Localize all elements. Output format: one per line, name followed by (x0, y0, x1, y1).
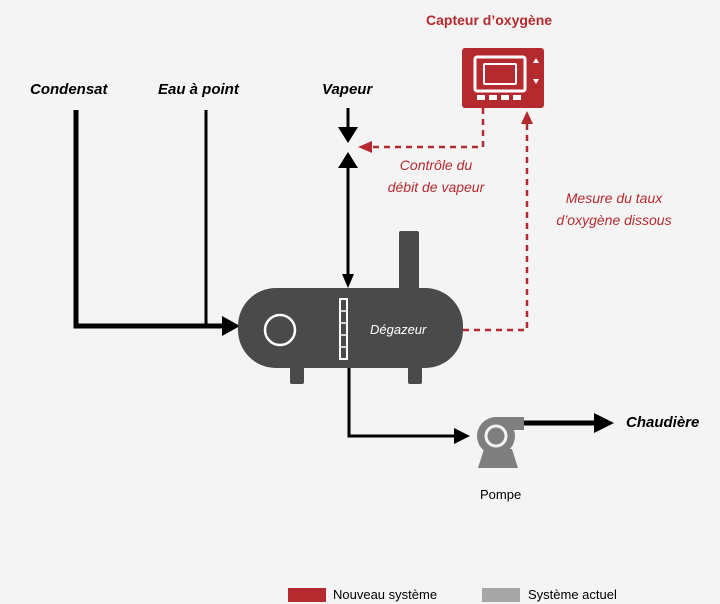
steam-arrowhead (342, 274, 354, 288)
pump-icon (477, 417, 524, 468)
deaerator-label: Dégazeur (370, 322, 427, 337)
oxygen-measure-signal-line (463, 124, 529, 332)
deaerator-vessel-icon (238, 231, 463, 384)
steam-label: Vapeur (322, 81, 373, 98)
pump-inlet-arrowhead (454, 428, 470, 444)
steam-control-note: Contrôle du débit de vapeur (370, 154, 502, 198)
legend-label-new: Nouveau système (333, 587, 438, 602)
oxygen-measure-note: Mesure du taux d’oxygène dissous (532, 187, 696, 231)
boiler-arrowhead (594, 413, 614, 433)
steam-control-signal-arrowhead (358, 141, 372, 153)
condensate-arrowhead (222, 316, 240, 336)
steam-control-note-line2: débit de vapeur (387, 179, 485, 195)
boiler-label: Chaudière (626, 414, 700, 431)
legend-swatch-new (288, 588, 326, 602)
deaerator-outlet-line (347, 368, 457, 438)
legend-label-current: Système actuel (528, 587, 617, 602)
condensate-line (73, 110, 226, 329)
oxygen-measure-note-line1: Mesure du taux (565, 190, 663, 206)
makeup-water-label: Eau à point (158, 81, 239, 98)
steam-control-note-line1: Contrôle du (399, 157, 473, 173)
pump-label: Pompe (480, 487, 522, 502)
steam-control-valve-icon (338, 127, 358, 168)
sensor-title: Capteur d’oxygène (426, 12, 553, 28)
oxygen-sensor-icon (462, 48, 544, 108)
legend-swatch-current (482, 588, 520, 602)
condensate-label: Condensat (30, 81, 108, 98)
oxygen-measure-note-line2: d’oxygène dissous (556, 212, 672, 228)
oxygen-measure-signal-arrowhead (521, 111, 533, 124)
steam-control-signal-line (370, 108, 485, 149)
